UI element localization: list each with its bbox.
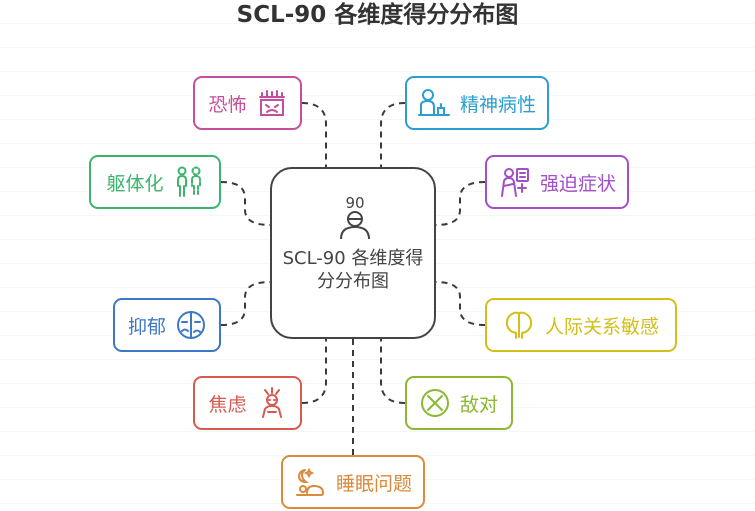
node-qiangpo: 强迫症状 xyxy=(485,155,629,209)
faces-profile-icon xyxy=(505,311,533,339)
diagram-title: SCL-90 各维度得分分布图 xyxy=(236,2,519,28)
connector-jiaolv xyxy=(301,339,327,404)
node-label-renji: 人际关系敏感 xyxy=(544,315,659,338)
node-label-quti: 躯体化 xyxy=(106,172,164,195)
stressed-person-icon xyxy=(261,387,282,418)
node-kongbu: 恐怖 xyxy=(193,76,302,130)
haunted-house-icon xyxy=(258,90,285,116)
node-label-shuimian: 睡眠问题 xyxy=(335,472,412,495)
node-label-kongbu: 恐怖 xyxy=(208,93,247,116)
center-node: 90 SCL-90 各维度得分分布图 xyxy=(270,167,436,339)
node-label-jiaolv: 焦虑 xyxy=(208,393,247,416)
person-at-desk-icon xyxy=(417,89,450,116)
node-didui: 敌对 xyxy=(405,376,513,430)
connector-didui xyxy=(380,339,406,404)
connector-yiyu xyxy=(220,281,271,326)
svg-text:90: 90 xyxy=(345,194,364,212)
connector-qiangpo xyxy=(435,181,486,226)
node-label-yiyu: 抑郁 xyxy=(127,315,166,338)
connector-renji xyxy=(435,281,486,326)
node-label-qiangpo: 强迫症状 xyxy=(539,172,616,195)
node-renji: 人际关系敏感 xyxy=(485,298,677,352)
sleeping-person-icon xyxy=(295,467,324,496)
two-persons-icon xyxy=(176,166,201,197)
node-quti: 躯体化 xyxy=(89,155,221,209)
node-jiaolv: 焦虑 xyxy=(193,376,302,430)
node-yiyu: 抑郁 xyxy=(113,298,221,352)
sad-mask-icon xyxy=(177,311,205,339)
cross-circle-icon xyxy=(420,389,449,417)
center-label: SCL-90 各维度得分分布图 xyxy=(282,248,424,292)
node-label-jingshenbingxing: 精神病性 xyxy=(459,93,536,116)
node-jingshenbingxing: 精神病性 xyxy=(405,76,549,130)
connector-quti xyxy=(220,181,271,226)
person-score-90-icon: 90 xyxy=(340,194,370,240)
compulsive-person-icon xyxy=(500,168,529,197)
node-label-didui: 敌对 xyxy=(459,393,498,416)
connector-kongbu xyxy=(301,102,327,167)
node-shuimian: 睡眠问题 xyxy=(281,455,425,509)
connector-jingshenbingxing xyxy=(380,102,406,167)
